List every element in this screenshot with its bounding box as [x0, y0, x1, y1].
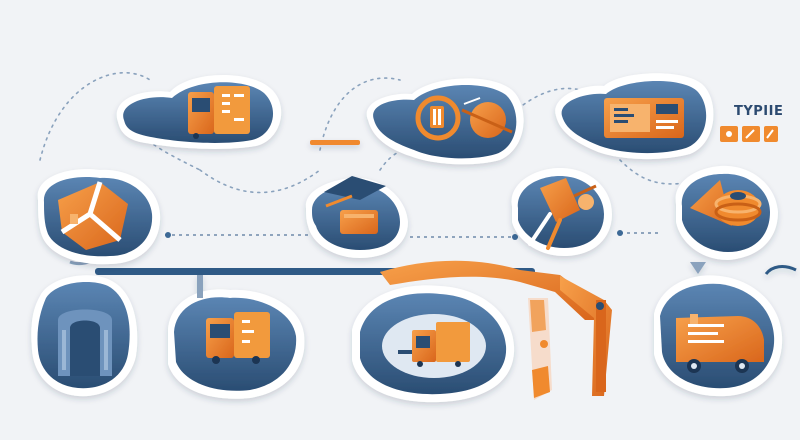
- badge-icons: [720, 126, 778, 142]
- package-node: [37, 169, 161, 265]
- gears-icon: [415, 95, 513, 141]
- shipping-label-node: [555, 73, 714, 160]
- warehouse-node: [31, 275, 138, 397]
- truck-icon: [188, 86, 250, 139]
- main-rail: [69, 256, 600, 320]
- tools-node: [511, 168, 612, 256]
- cable-reel-node: [675, 165, 778, 260]
- conveyor-machine-node: [352, 285, 515, 403]
- badge-title: TYPIIE: [734, 104, 784, 119]
- delivery-van-node: [654, 262, 797, 397]
- box-icon: [324, 176, 386, 234]
- loading-truck-node: [168, 275, 305, 399]
- package-icon: [58, 181, 128, 250]
- tools-icon: [528, 178, 597, 250]
- truck-icon: [206, 312, 270, 364]
- label-icon: [604, 98, 684, 138]
- conveyor-icon: [398, 322, 470, 367]
- crane-icon: [560, 276, 612, 396]
- truck-node: [116, 74, 282, 149]
- reel-icon: [690, 180, 762, 226]
- warehouse-icon: [58, 309, 112, 376]
- gears-node: [310, 78, 524, 165]
- horizontal-connector: [165, 232, 660, 238]
- van-icon: [676, 314, 764, 373]
- crane-arm-node: [528, 276, 612, 400]
- box-node: [305, 176, 408, 258]
